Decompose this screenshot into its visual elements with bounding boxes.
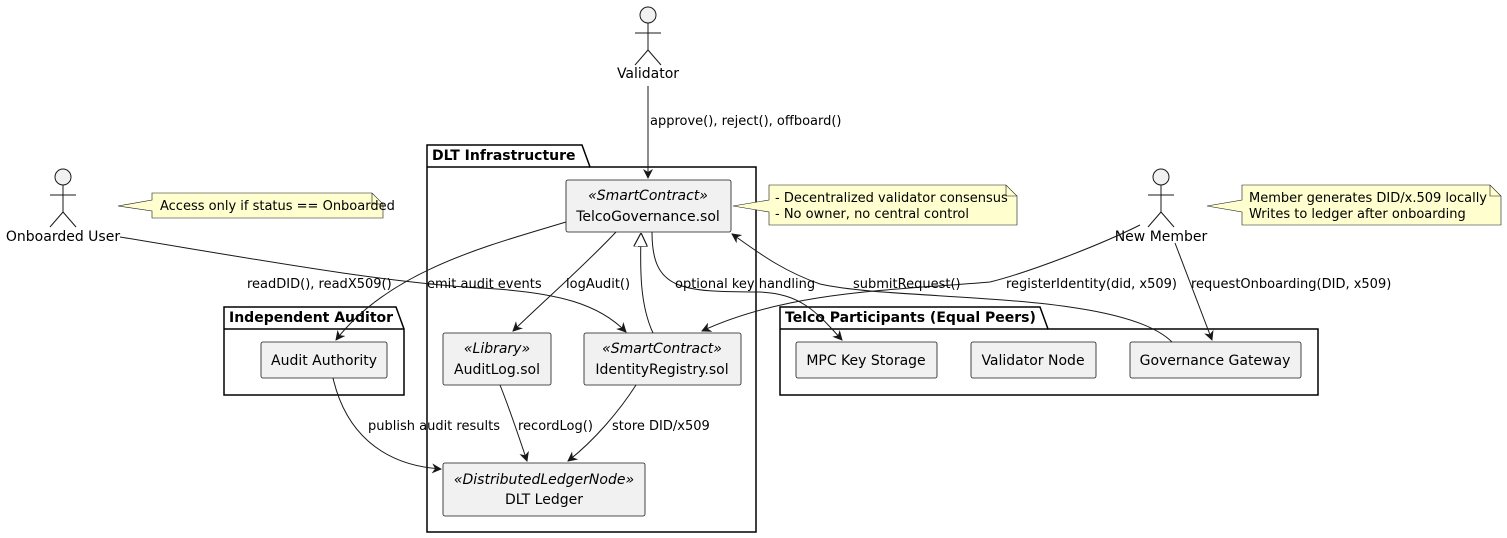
- name-identity-registry: IdentityRegistry.sol: [595, 362, 728, 378]
- name-dlt-ledger: DLT Ledger: [505, 492, 583, 508]
- actor-onboarded-user[interactable]: Onboarded User: [6, 168, 120, 245]
- name-audit-authority: Audit Authority: [271, 353, 377, 369]
- note-text: Writes to ledger after onboarding: [1249, 207, 1466, 222]
- edge-governance-to-auditlog: [512, 231, 617, 332]
- edge-label-governance-auditor: emit audit events: [427, 277, 542, 292]
- stereotype-identity-registry: «SmartContract»: [602, 341, 722, 357]
- component-governance-gateway[interactable]: Governance Gateway: [1129, 341, 1302, 379]
- edge-auditlog-to-ledger: [499, 384, 529, 462]
- package-title-dlt: DLT Infrastructure: [432, 148, 576, 164]
- edge-label-user-registry: readDID(), readX509(): [247, 277, 392, 292]
- edge-user-to-registry: [119, 236, 627, 333]
- note-onboarded-user: Access only if status == Onboarded: [117, 192, 395, 219]
- stereotype-telco-governance: «SmartContract»: [588, 188, 708, 204]
- note-new-member: Member generates DID/x.509 locally Write…: [1206, 184, 1502, 226]
- name-governance-gateway: Governance Gateway: [1140, 353, 1291, 369]
- actor-label-onboarded-user: Onboarded User: [6, 229, 120, 245]
- edge-label-member-gateway: requestOnboarding(DID, x509): [1191, 277, 1391, 292]
- component-telco-governance[interactable]: «SmartContract» TelcoGovernance.sol: [565, 179, 732, 233]
- name-audit-log: AuditLog.sol: [454, 362, 540, 378]
- stereotype-audit-log: «Library»: [464, 341, 530, 357]
- edge-auditor-to-ledger: [332, 377, 442, 474]
- note-governance: - Decentralized validator consensus - No…: [732, 184, 1018, 226]
- stereotype-dlt-ledger: «DistributedLedgerNode»: [454, 472, 634, 488]
- component-mpc-key-storage[interactable]: MPC Key Storage: [795, 341, 938, 379]
- actor-label-new-member: New Member: [1115, 229, 1208, 245]
- stick-figure-icon: [49, 168, 77, 228]
- name-validator-node: Validator Node: [981, 353, 1084, 369]
- edge-label-member-registry: registerIdentity(did, x509): [1006, 277, 1177, 292]
- component-validator-node[interactable]: Validator Node: [970, 341, 1097, 379]
- note-text: Access only if status == Onboarded: [160, 199, 395, 214]
- package-title-telco: Telco Participants (Equal Peers): [785, 310, 1036, 326]
- edge-member-to-gateway: [1174, 242, 1214, 341]
- package-title-auditor: Independent Auditor: [229, 310, 393, 326]
- edge-label-validator: approve(), reject(), offboard(): [650, 114, 842, 129]
- edge-governance-to-auditor: [335, 221, 567, 341]
- name-mpc-key-storage: MPC Key Storage: [806, 353, 925, 369]
- stick-figure-icon: [634, 6, 662, 66]
- edge-registry-inherits-governance: [641, 234, 654, 334]
- actor-validator[interactable]: Validator: [617, 6, 679, 82]
- edge-registry-to-ledger: [567, 384, 637, 462]
- note-text: Member generates DID/x.509 locally: [1249, 191, 1487, 206]
- edge-label-auditor-ledger: publish audit results: [368, 419, 500, 434]
- component-dlt-ledger[interactable]: «DistributedLedgerNode» DLT Ledger: [442, 462, 646, 517]
- note-text: - Decentralized validator consensus: [775, 191, 1008, 206]
- edge-governance-to-mpc: [651, 231, 843, 341]
- actor-new-member[interactable]: New Member: [1115, 168, 1208, 245]
- edge-label-auditlog-ledger: recordLog(): [518, 419, 593, 434]
- edge-label-gateway-governance: submitRequest(): [853, 277, 961, 292]
- component-identity-registry[interactable]: «SmartContract» IdentityRegistry.sol: [583, 332, 742, 386]
- actor-label-validator: Validator: [617, 66, 679, 82]
- edge-label-governance-auditlog: logAudit(): [566, 277, 630, 292]
- component-audit-log[interactable]: «Library» AuditLog.sol: [442, 332, 552, 386]
- stick-figure-icon: [1147, 168, 1175, 228]
- component-audit-authority[interactable]: Audit Authority: [260, 341, 388, 379]
- edge-member-to-registry: [701, 224, 1141, 332]
- note-text: - No owner, no central control: [775, 207, 969, 222]
- name-telco-governance: TelcoGovernance.sol: [575, 209, 720, 225]
- edge-label-governance-mpc: optional key handling: [675, 277, 815, 292]
- edge-label-registry-ledger: store DID/x509: [612, 419, 710, 434]
